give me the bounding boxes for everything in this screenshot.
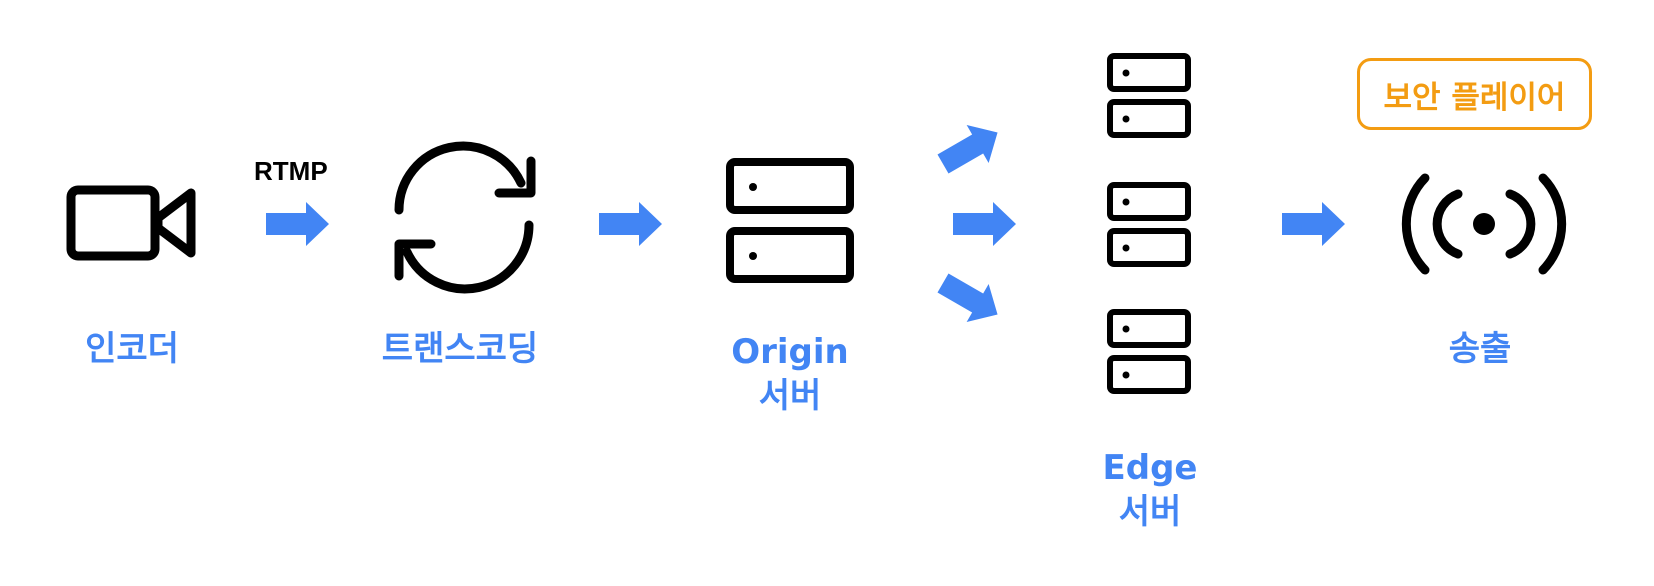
server-status-dots bbox=[749, 183, 757, 260]
broadcast-signal-icon bbox=[1401, 173, 1567, 275]
flow-arrow-origin-edge-up bbox=[932, 113, 1009, 184]
flow-arrow-edge-broadcast bbox=[1282, 202, 1345, 246]
edge-label-line2: 서버 bbox=[1118, 492, 1182, 532]
video-camera-icon bbox=[66, 185, 196, 261]
origin-label-line1: Origin bbox=[731, 332, 849, 372]
server-icon bbox=[726, 158, 854, 283]
broadcast-label-text: 송출 bbox=[1448, 329, 1512, 369]
secure-player-badge: 보안 플레이어 bbox=[1357, 58, 1592, 130]
transcoding-label-text: 트랜스코딩 bbox=[381, 329, 539, 369]
flow-arrow-transcoding-origin bbox=[599, 202, 662, 246]
rtmp-protocol-label: RTMP bbox=[254, 156, 328, 186]
encoder-label-text: 인코더 bbox=[85, 329, 179, 369]
broadcast-label: 송출 bbox=[1410, 327, 1550, 371]
server-stack-icon bbox=[1107, 53, 1191, 394]
origin-server-label: Origin 서버 bbox=[710, 330, 870, 418]
flow-arrow-encoder-transcoding bbox=[266, 202, 329, 246]
flow-arrow-origin-edge-middle bbox=[953, 202, 1016, 246]
edge-server-label: Edge 서버 bbox=[1070, 446, 1230, 534]
refresh-cycle-icon bbox=[394, 141, 536, 294]
edge-server-1 bbox=[1107, 53, 1191, 138]
edge-server-2 bbox=[1107, 182, 1191, 267]
secure-player-label: 보안 플레이어 bbox=[1383, 79, 1566, 116]
flow-arrow-origin-edge-down bbox=[932, 263, 1009, 334]
edge-label-line1: Edge bbox=[1102, 448, 1198, 488]
origin-label-line2: 서버 bbox=[758, 376, 822, 416]
encoder-label: 인코더 bbox=[62, 327, 202, 371]
edge-server-3 bbox=[1107, 309, 1191, 394]
transcoding-label: 트랜스코딩 bbox=[360, 327, 560, 371]
broadcast-center-dot bbox=[1473, 213, 1495, 235]
